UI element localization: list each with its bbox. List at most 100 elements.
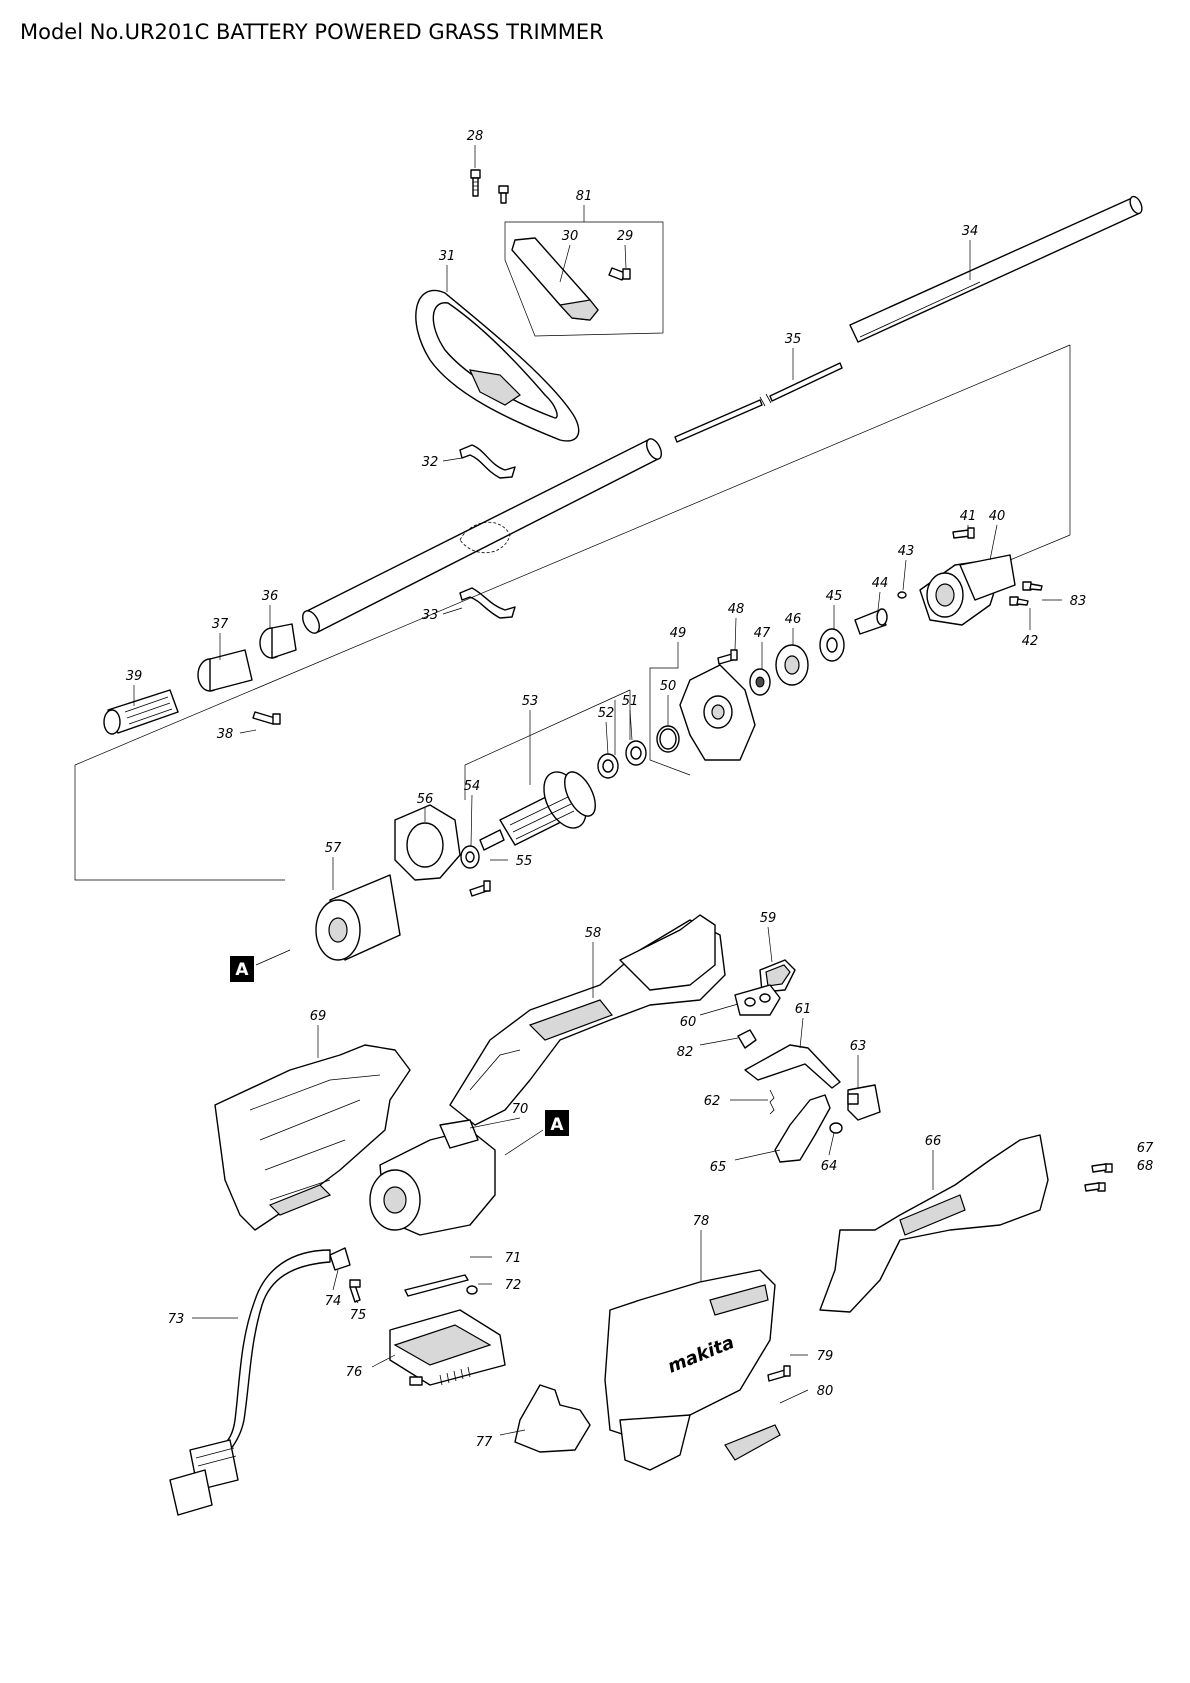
callout-77: 77: [476, 1429, 526, 1450]
callout-58: 58: [585, 926, 602, 998]
part-53-armature: [479, 771, 596, 851]
part-51-bearing: [625, 740, 647, 766]
part-50-o-ring: [656, 725, 680, 753]
callout-81: 81: [576, 189, 593, 204]
callout-60: 60: [680, 1003, 739, 1030]
callout-50: 50: [660, 679, 677, 726]
callout-71-label: 71: [505, 1251, 522, 1266]
callout-79-label: 79: [817, 1349, 834, 1364]
callout-42-label: 42: [1022, 634, 1039, 649]
callout-48-label: 48: [728, 602, 745, 617]
callout-73-label: 73: [168, 1312, 185, 1327]
callout-35: 35: [785, 332, 801, 380]
callout-59: 59: [760, 911, 777, 963]
part-61-lock-lever: [744, 1044, 841, 1089]
callout-82-label: 82: [677, 1045, 694, 1060]
callout-45: 45: [826, 589, 843, 630]
callout-65: 65: [710, 1149, 781, 1175]
callout-38: 38: [217, 727, 257, 742]
part-42-screw: [1009, 596, 1029, 606]
callout-83-label: 83: [1070, 594, 1087, 609]
callout-67-label: 67: [1137, 1141, 1154, 1156]
callout-44: 44: [872, 576, 888, 611]
part-68-screw: [1084, 1182, 1106, 1192]
part-44-spindle: [854, 608, 888, 635]
part-45-bearing: [819, 628, 845, 662]
callout-76-label: 76: [346, 1365, 363, 1380]
part-62-spring: [769, 1089, 775, 1115]
callout-41: 41: [960, 509, 977, 530]
callout-75: 75: [350, 1299, 366, 1323]
callout-51-label: 51: [622, 694, 639, 709]
callout-69-label: 69: [310, 1009, 327, 1024]
callout-74: 74: [325, 1269, 341, 1309]
callout-59-label: 59: [760, 911, 777, 926]
callout-49-label: 49: [670, 626, 687, 641]
part-63-switch: [847, 1084, 881, 1121]
part-52-bearing: [597, 753, 619, 779]
part-29-screw: [608, 267, 631, 281]
callout-60-label: 60: [680, 1015, 697, 1030]
callout-57: 57: [325, 841, 342, 890]
part-65-trigger: [774, 1094, 831, 1163]
part-74-clip: [329, 1247, 351, 1271]
callout-64: 64: [821, 1132, 838, 1174]
part-31-loop-handle: [415, 289, 580, 442]
callout-67: 67: [1137, 1141, 1154, 1156]
callout-66-label: 66: [925, 1134, 942, 1149]
callout-64-label: 64: [821, 1159, 838, 1174]
callout-39-label: 39: [126, 669, 143, 684]
callout-37: 37: [212, 617, 229, 660]
callout-28: 28: [467, 129, 484, 168]
callout-58-label: 58: [585, 926, 602, 941]
callout-33: 33: [422, 607, 463, 623]
callout-61-label: 61: [795, 1002, 812, 1017]
callout-80: 80: [779, 1384, 834, 1404]
part-75-screw: [349, 1279, 361, 1303]
part-80-label: [724, 1424, 781, 1461]
callout-63: 63: [850, 1039, 866, 1088]
callout-54-label: 54: [464, 779, 481, 794]
callout-62-label: 62: [704, 1094, 721, 1109]
callout-29-label: 29: [617, 229, 634, 244]
callout-52: 52: [598, 706, 614, 755]
callout-37-label: 37: [212, 617, 229, 632]
callout-72: 72: [478, 1278, 521, 1293]
callout-36: 36: [262, 589, 278, 628]
part-54-bearing: [460, 845, 480, 869]
part-66-housing-half: [819, 1134, 1049, 1313]
callout-81-label: 81: [576, 189, 593, 204]
callout-62: 62: [704, 1094, 768, 1109]
part-28-bolt: [470, 169, 481, 197]
callout-28-label: 28: [467, 129, 484, 144]
callout-56-label: 56: [417, 792, 434, 807]
part-36-ring: [259, 623, 297, 659]
part-81-screw: [498, 185, 509, 204]
part-57-stator: [315, 874, 401, 961]
part-77-holder: [514, 1384, 591, 1453]
callout-32: 32: [422, 455, 463, 470]
callout-57-label: 57: [325, 841, 342, 856]
callout-77-label: 77: [476, 1435, 493, 1450]
callout-50-label: 50: [660, 679, 677, 694]
callout-45-label: 45: [826, 589, 843, 604]
part-79-screw: [767, 1365, 791, 1382]
callout-40-label: 40: [989, 509, 1006, 524]
callout-78: 78: [693, 1214, 710, 1282]
callout-66: 66: [925, 1134, 942, 1190]
callout-78-label: 78: [693, 1214, 710, 1229]
callout-73: 73: [168, 1312, 238, 1327]
part-39-grip: [103, 689, 179, 735]
callout-41-label: 41: [960, 509, 977, 524]
callout-51: 51: [622, 694, 639, 741]
callout-55-label: 55: [516, 854, 533, 869]
callout-80-label: 80: [817, 1384, 834, 1399]
part-55-screw: [469, 880, 491, 897]
part-36-lower-tube: [302, 438, 663, 634]
part-82-switch-part: [737, 1029, 757, 1049]
callout-39: 39: [126, 669, 143, 706]
callout-47: 47: [754, 626, 771, 670]
part-48-screw: [717, 649, 738, 665]
part-71-plate: [404, 1274, 469, 1297]
callout-82: 82: [677, 1037, 739, 1060]
